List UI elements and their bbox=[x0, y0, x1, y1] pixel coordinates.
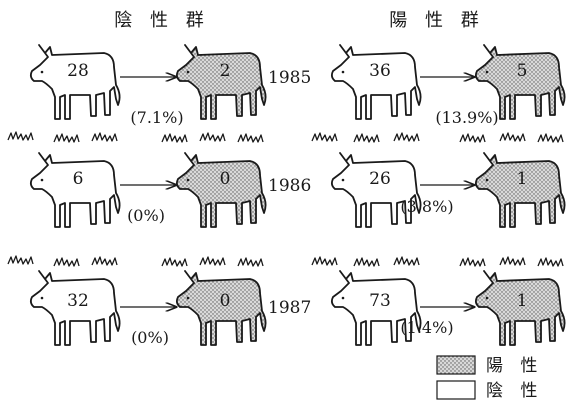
grass-row-1 bbox=[8, 132, 563, 142]
row-1987: 32 0 1987 (0%) 73 1 (1.4%) bbox=[31, 271, 565, 347]
count-negative-start-1986: 6 bbox=[73, 169, 84, 189]
row-1986: 6 0 1986 (0%) 26 1 (3.8%) bbox=[31, 153, 565, 227]
percent-positive-1986: (3.8%) bbox=[400, 197, 453, 216]
legend-positive-swatch bbox=[437, 356, 475, 374]
year-1986: 1986 bbox=[268, 176, 311, 196]
grass-row-2 bbox=[8, 256, 563, 266]
legend-negative-label: 陰 性 bbox=[486, 381, 543, 401]
percent-positive-1985: (13.9%) bbox=[435, 108, 498, 127]
count-positive-end-1986: 1 bbox=[517, 169, 528, 189]
negative-group-title: 陰 性 群 bbox=[114, 10, 209, 31]
count-negative-start-1987: 32 bbox=[67, 291, 89, 311]
percent-negative-1987: (0%) bbox=[131, 328, 169, 347]
count-positive-start-1985: 36 bbox=[369, 61, 391, 81]
percent-positive-1987: (1.4%) bbox=[400, 318, 453, 337]
cow-negative-end-1986 bbox=[177, 153, 266, 227]
cow-negative-start-1986 bbox=[31, 153, 120, 227]
count-negative-start-1985: 28 bbox=[67, 61, 89, 81]
legend-negative-swatch bbox=[437, 381, 475, 399]
count-positive-start-1987: 73 bbox=[369, 291, 391, 311]
count-positive-end-1987: 1 bbox=[517, 291, 528, 311]
year-1985: 1985 bbox=[268, 68, 311, 88]
legend-positive-label: 陽 性 bbox=[486, 356, 543, 376]
count-negative-end-1986: 0 bbox=[220, 169, 231, 189]
cow-positive-start-1985 bbox=[332, 45, 421, 119]
percent-negative-1986: (0%) bbox=[127, 206, 165, 225]
count-positive-start-1986: 26 bbox=[369, 169, 391, 189]
cow-negative-start-1985 bbox=[31, 45, 120, 119]
percent-negative-1985: (7.1%) bbox=[130, 108, 183, 127]
cow-negative-end-1985 bbox=[177, 45, 266, 119]
count-negative-end-1985: 2 bbox=[220, 61, 231, 81]
positive-group-title: 陽 性 群 bbox=[389, 10, 484, 31]
legend: 陽 性 陰 性 bbox=[437, 356, 543, 401]
count-negative-end-1987: 0 bbox=[220, 291, 231, 311]
year-1987: 1987 bbox=[268, 298, 311, 318]
row-1985: 28 2 1985 (7.1%) 36 5 (13.9%) bbox=[31, 45, 565, 127]
count-positive-end-1985: 5 bbox=[517, 61, 528, 81]
cow-positive-end-1986 bbox=[476, 153, 565, 227]
